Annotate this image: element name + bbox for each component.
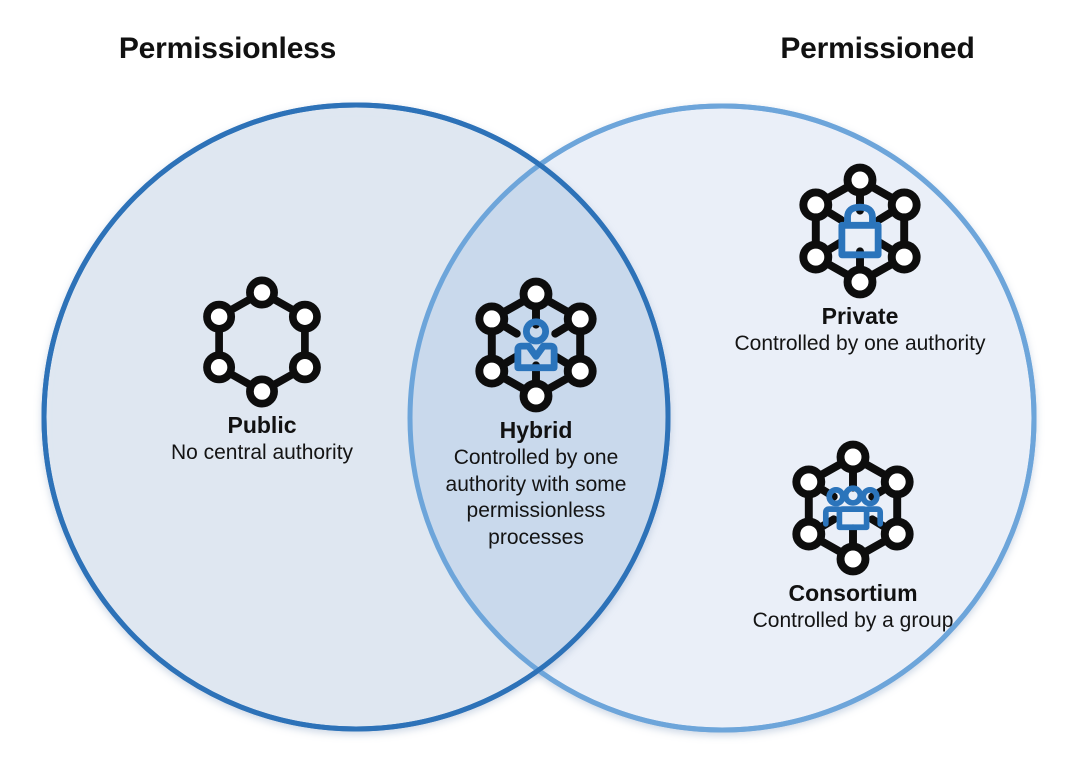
hexagon-network-lock-icon	[799, 163, 921, 299]
overlap-region	[410, 106, 668, 729]
hexagon-network-person-icon	[475, 277, 597, 413]
group-public-desc-line: No central authority	[170, 441, 354, 465]
hexagon-network-icon	[203, 276, 321, 408]
group-public-title: Public	[227, 412, 297, 438]
group-consortium-title: Consortium	[788, 580, 918, 606]
group-private: Private Controlled by one authority	[700, 163, 1020, 358]
hexagon-network-group-icon	[792, 440, 914, 576]
group-consortium: Consortium Controlled by a group	[703, 440, 1003, 635]
permissionless-title: Permissionless	[118, 32, 337, 65]
permissionless-circle-outline	[41, 102, 671, 732]
group-consortium-desc: Controlled by a group	[703, 608, 1003, 635]
group-hybrid-title: Hybrid	[499, 417, 573, 443]
group-hybrid-desc: Controlled by one authority with some pe…	[430, 445, 642, 552]
group-hybrid-desc-line: permissionless	[466, 499, 606, 523]
permissioned-title: Permissioned	[780, 32, 975, 65]
group-hybrid-desc-line: processes	[488, 526, 584, 550]
group-public-desc: No central authority	[112, 440, 412, 467]
group-hybrid: Hybrid Controlled by one authority with …	[430, 277, 642, 552]
group-private-title: Private	[821, 303, 899, 329]
group-public: Public No central authority	[112, 276, 412, 467]
group-hybrid-desc-line: Controlled by one	[453, 446, 619, 470]
group-private-desc: Controlled by one authority	[700, 331, 1020, 358]
group-hybrid-desc-line: authority with some	[445, 472, 627, 496]
permissioned-circle-outline	[407, 103, 1037, 733]
group-consortium-desc-line: Controlled by a group	[752, 609, 954, 633]
group-private-desc-line: Controlled by one authority	[734, 332, 986, 356]
